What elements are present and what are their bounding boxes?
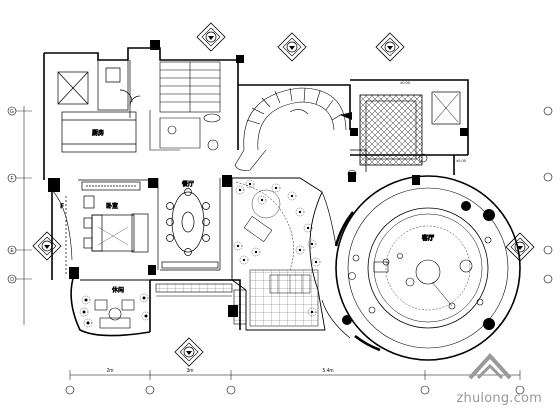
structural-columns	[48, 40, 495, 330]
elevation-marker-bottom	[174, 337, 204, 367]
axis-label-row-top: G	[10, 109, 14, 115]
lounge-bay: 休闲	[79, 279, 151, 329]
watermark-text: zhulong.com	[456, 391, 542, 406]
elevation-marker-left	[32, 231, 62, 261]
dining-room: 餐厅	[157, 178, 221, 271]
elevation-marker-top-2	[277, 32, 307, 62]
axis-label-row-2: F	[10, 176, 13, 182]
elevation-note-2: ▲±0.00	[452, 158, 467, 163]
dim-label-left: 2m	[107, 368, 114, 374]
right-axis-grid	[543, 106, 553, 284]
dim-label-mid: 3m	[187, 368, 194, 374]
garden-courtyard	[231, 177, 326, 331]
room-label-kitchen: 厨房	[92, 129, 104, 137]
room-label-bedroom-sub: F	[60, 203, 64, 210]
bottom-axis-grid: 2m 3m 5.4m	[65, 368, 525, 395]
left-axis-grid: G F E D	[7, 106, 32, 325]
watermark-logo-icon	[468, 353, 512, 380]
room-label-bedroom: 卧室	[106, 202, 118, 210]
axis-label-row-4: D	[10, 277, 14, 283]
elevation-note-1: ±0.00	[400, 80, 411, 85]
bedroom: 卧室 F	[51, 179, 150, 274]
service-rooms: 厨房	[57, 59, 141, 153]
room-label-dining: 餐厅	[182, 180, 194, 188]
dim-label-right: 5.4m	[322, 368, 333, 374]
main-staircase	[149, 61, 221, 151]
room-label-lounge: 休闲	[112, 286, 124, 294]
elevation-marker-top-3	[375, 32, 405, 62]
exterior-curves	[321, 191, 351, 339]
room-label-living: 客厅	[422, 234, 434, 242]
elevation-marker-top-1	[196, 22, 226, 52]
curved-staircase	[234, 87, 347, 171]
entry-foyer: ±0.00 ▲±0.00	[340, 80, 467, 179]
bottom-corridor	[155, 283, 247, 325]
axis-label-row-3: E	[10, 248, 14, 254]
circular-living-room: 客厅	[334, 175, 521, 361]
